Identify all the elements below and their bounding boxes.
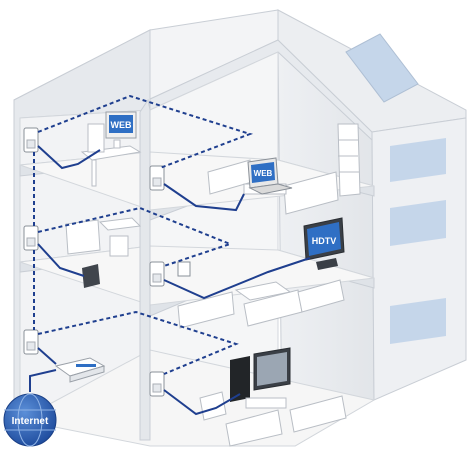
monitor-top-left: WEB bbox=[106, 112, 136, 138]
desk-leg bbox=[92, 160, 96, 186]
internet-globe: Internet bbox=[4, 394, 56, 446]
pc-tower bbox=[88, 124, 104, 152]
chair-mid bbox=[110, 236, 128, 256]
adapter-mid-left bbox=[24, 226, 38, 250]
speaker-box bbox=[82, 264, 100, 288]
facade-window-2 bbox=[390, 200, 446, 246]
facade-window-3 bbox=[390, 298, 446, 344]
adapter-ground-left bbox=[24, 330, 38, 354]
adapter-top-right bbox=[150, 166, 164, 190]
adapter-ground-right bbox=[150, 372, 164, 396]
cabinet-mid bbox=[66, 220, 100, 254]
adapter-top-left bbox=[24, 128, 38, 152]
monitor-stand bbox=[114, 140, 120, 148]
internet-label: Internet bbox=[12, 416, 49, 427]
screen-label-laptop: WEB bbox=[254, 169, 273, 178]
bookshelf bbox=[338, 124, 360, 196]
screen-label-hdtv: HDTV bbox=[312, 236, 337, 246]
screen-label-web: WEB bbox=[111, 120, 132, 130]
divider-wall bbox=[140, 100, 150, 440]
